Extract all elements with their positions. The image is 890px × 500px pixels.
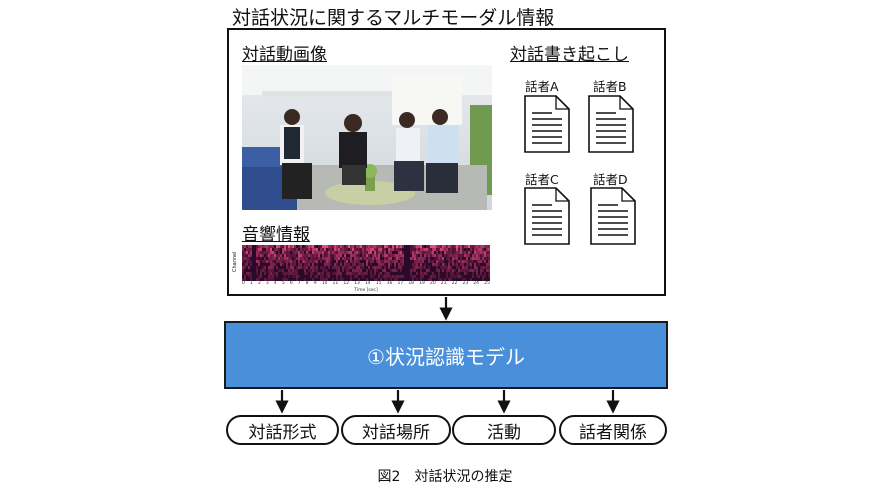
spectrogram-tick-label: 7 — [297, 281, 301, 286]
spectrogram-tick-label: 24 — [473, 281, 480, 286]
transcript-section-label: 対話書き起こし — [510, 45, 629, 65]
model-label: ①状況認識モデル — [367, 344, 525, 369]
spectrogram-tick-label: 21 — [440, 281, 447, 286]
spectrogram-tick-label: 20 — [429, 281, 436, 286]
output-speaker-relationship: 話者関係 — [559, 415, 667, 445]
output-activity: 活動 — [452, 415, 556, 445]
spectrogram-tick-label: 3 — [265, 281, 269, 286]
spectrogram-tick-label: 18 — [408, 281, 415, 286]
video-section-label: 対話動画像 — [242, 45, 327, 65]
spectrogram-tick-label: 16 — [386, 281, 393, 286]
spectrogram-tick-label: 22 — [451, 281, 458, 286]
spectrogram-tick-label: 5 — [281, 281, 285, 286]
spectrogram-tick-label: 12 — [343, 281, 350, 286]
output-dialogue-format: 対話形式 — [226, 415, 339, 445]
audio-section-label: 音響情報 — [242, 225, 310, 245]
spectrogram-tick-label: 6 — [289, 281, 293, 286]
situation-recognition-model: ①状況認識モデル — [224, 321, 668, 389]
document-icon — [588, 95, 634, 153]
dialogue-video-image — [242, 65, 492, 210]
spectrogram-tick-label: 25 — [484, 281, 490, 286]
spectrogram-tick-label: 13 — [354, 281, 360, 286]
output-dialogue-location: 対話場所 — [341, 415, 451, 445]
diagram-title: 対話状況に関するマルチモーダル情報 — [232, 7, 555, 29]
spectrogram-tick-label: 1 — [249, 281, 253, 286]
spectrogram-tick-label: 17 — [397, 281, 404, 286]
spectrogram-tick-label: 0 — [242, 281, 245, 286]
speaker-label-c: 話者C — [525, 172, 559, 187]
speaker-label-a: 話者A — [525, 79, 559, 94]
spectrogram-tick-label: 4 — [273, 281, 277, 286]
spectrogram-tick-label: 10 — [321, 281, 328, 286]
spectrogram-x-axis-label: Time [sec] — [354, 288, 378, 293]
document-icon — [524, 187, 570, 245]
spectrogram-tick-label: 2 — [257, 281, 261, 286]
spectrogram-tick-label: 23 — [462, 281, 469, 286]
document-icon — [590, 187, 636, 245]
document-icon — [524, 95, 570, 153]
audio-spectrogram — [242, 245, 490, 281]
spectrogram-tick-label: 9 — [313, 281, 317, 286]
spectrogram-tick-label: 15 — [375, 281, 382, 286]
speaker-label-d: 話者D — [593, 172, 628, 187]
spectrogram-tick-label: 14 — [365, 281, 371, 286]
spectrogram-tick-label: 8 — [305, 281, 309, 286]
figure-caption: 図2 対話状況の推定 — [377, 469, 513, 485]
speaker-label-b: 話者B — [593, 79, 627, 94]
spectrogram-tick-label: 11 — [332, 281, 339, 286]
spectrogram-tick-label: 19 — [419, 281, 425, 286]
